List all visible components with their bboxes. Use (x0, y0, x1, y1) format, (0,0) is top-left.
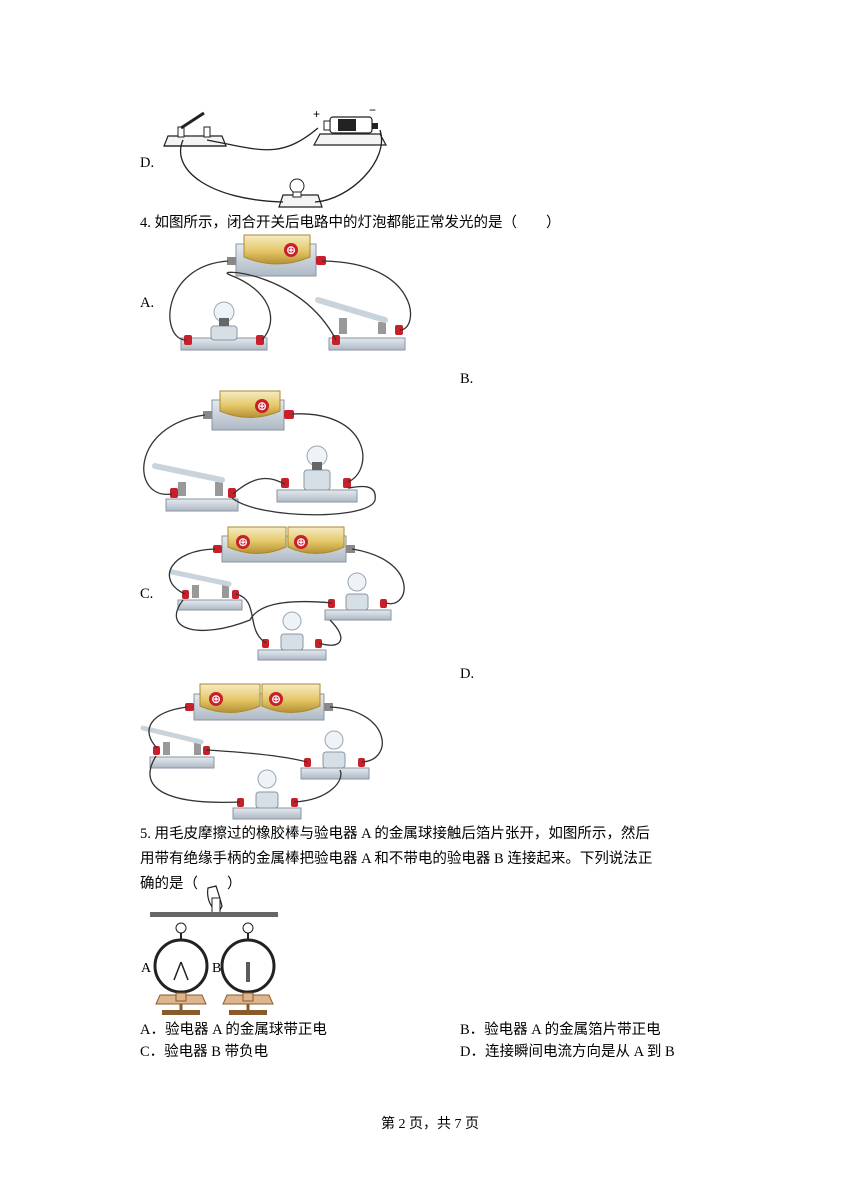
question-5-stem: 5. 用毛皮摩擦过的橡胶棒与验电器 A 的金属球接触后箔片张开，如图所示，然后 … (140, 822, 715, 897)
electroscope-a (153, 922, 209, 1015)
question-5-stem-line-2: 用带有绝缘手柄的金属棒把验电器 A 和不带电的验电器 B 连接起来。下列说法正 (140, 851, 653, 867)
battery-board (312, 116, 388, 146)
battery-plus-sign: + (313, 107, 320, 121)
lamp-board (278, 178, 323, 208)
q4-option-a-label: A. (140, 295, 155, 311)
svg-text:⊕: ⊕ (238, 535, 248, 549)
question-4-stem: 4. 如图所示，闭合开关后电路中的灯泡都能正常发光的是（ ） (140, 215, 561, 231)
q4-option-c-label: C. (140, 586, 154, 602)
switch-4 (140, 725, 215, 769)
knife-switch-board (163, 111, 227, 147)
switch-2 (152, 463, 239, 512)
battery-1: ⊕ (227, 234, 326, 277)
lamp-4a (300, 730, 370, 780)
switch-1 (315, 297, 406, 351)
battery-2: ⊕ (203, 390, 294, 431)
question-5-stem-line-1: 5. 用毛皮摩擦过的橡胶棒与验电器 A 的金属球接触后箔片张开，如图所示，然后 (140, 826, 650, 842)
lamp-2 (276, 445, 358, 503)
svg-text:⊕: ⊕ (271, 692, 281, 706)
svg-text:⊕: ⊕ (257, 399, 267, 413)
electroscope-a-label: A (141, 961, 152, 976)
lamp-3a (324, 572, 392, 621)
svg-text:⊕: ⊕ (286, 243, 296, 257)
electroscope-b (220, 922, 276, 1015)
q5-option-b: B．验电器 A 的金属箔片带正电 (460, 1022, 661, 1038)
q3-option-d-label: D. (140, 155, 155, 171)
battery-pack-4: ⊕ ⊕ (185, 683, 333, 721)
q5-option-c: C．验电器 B 带负电 (140, 1044, 269, 1060)
q4-option-d-label: D. (460, 666, 475, 682)
lamp-4b (232, 769, 302, 820)
question-5-stem-line-3: 确的是（ ） (140, 876, 242, 892)
q4-option-b-label: B. (460, 371, 474, 387)
electroscope-b-label: B (212, 961, 221, 976)
lamp-1 (180, 301, 268, 351)
q5-option-d: D．连接瞬间电流方向是从 A 到 B (460, 1044, 675, 1060)
svg-text:⊕: ⊕ (211, 692, 221, 706)
lamp-3b (257, 611, 327, 661)
battery-pack-3: ⊕ ⊕ (213, 526, 355, 563)
page-footer: 第 2 页，共 7 页 (381, 1117, 479, 1132)
switch-3 (169, 569, 243, 611)
battery-minus-sign: − (369, 103, 376, 117)
svg-text:⊕: ⊕ (296, 535, 306, 549)
q5-option-a: A．验电器 A 的金属球带正电 (140, 1022, 327, 1038)
